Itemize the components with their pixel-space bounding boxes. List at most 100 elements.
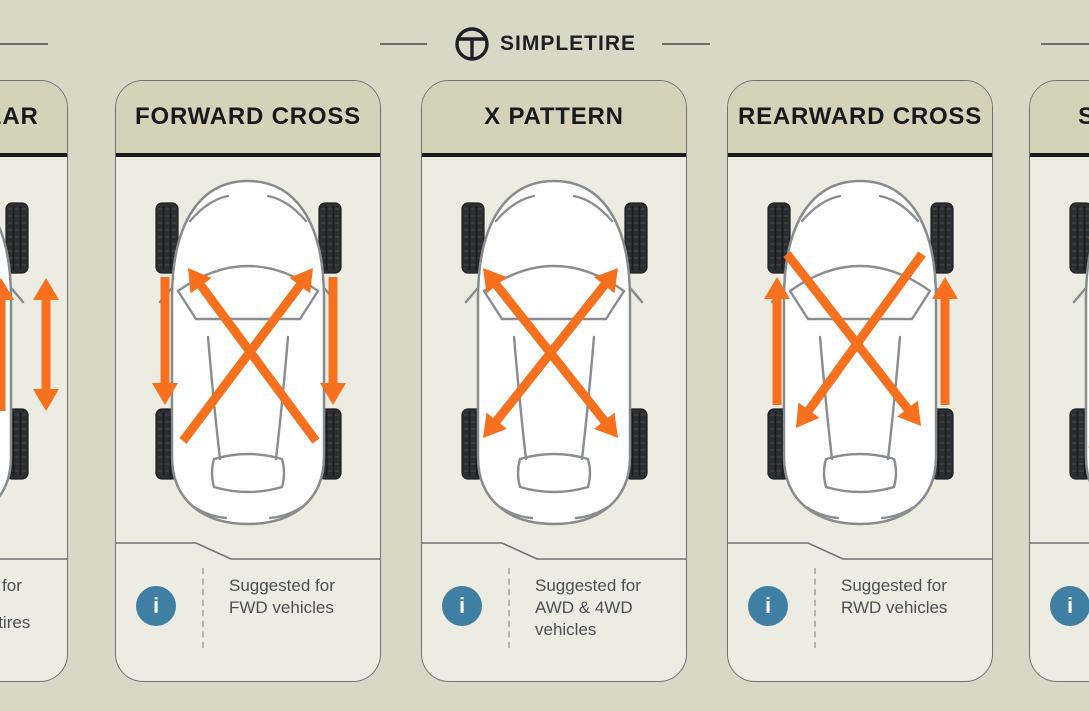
side-mirror-lines [1072,287,1087,304]
suggested-text-line: RWD vehicles [841,598,948,617]
rotation-arrow [188,268,320,444]
footer-notch-divider [422,542,686,560]
footer-notch-divider [1030,542,1089,544]
car-detail-line [574,505,610,520]
rotation-arrows [0,278,59,411]
dashed-separator [202,568,204,648]
car-rotation-illustration [0,202,67,560]
card-title: FORWARD CROSS [135,103,361,130]
car-detail-line [910,289,932,321]
rear-window-outline [822,452,898,494]
tire-icon [155,202,179,274]
rotation-arrow [152,277,178,405]
rotation-arrow [783,251,921,426]
car-rotation-illustration [728,179,992,560]
car-detail-line [498,505,534,520]
card-header-band: X PATTERN [422,81,686,157]
car-detail-line [494,194,536,223]
rotation-arrow [33,278,59,411]
car-detail-line [512,335,528,461]
brand-header: SIMPLETIRE [0,22,1089,66]
car-top-view [1069,202,1089,483]
car-detail-line [266,194,308,223]
header-divider-line [1041,43,1089,45]
rotation-arrow [483,268,618,438]
card-title: REARWARD CROSS [737,103,983,130]
rotation-arrow [179,268,313,444]
car-detail-line [880,505,916,520]
tire-icon [5,202,29,274]
tire-icon [1069,408,1089,480]
car-detail-line [176,289,198,321]
card-title: SIDE TO SIDE [1078,103,1089,131]
car-detail-line [482,289,504,321]
suggested-text-line: Suggested for [535,576,641,595]
info-icon[interactable]: i [136,586,176,626]
car-detail-line [886,335,902,461]
card-title: FRONT TO REAR [0,103,39,130]
car-rotation-illustration [116,179,380,560]
rotation-card-front-to-rear: FRONT TO REARiSuggested fordirectional t… [0,80,68,682]
car-detail-line [800,194,842,223]
rotation-arrows [152,268,346,444]
side-mirror-lines [10,287,25,304]
suggested-text-line: directional tires [0,613,31,632]
brand-name: SIMPLETIRE [499,32,636,55]
car-detail-line [298,289,320,321]
suggested-text-line: AWD & 4WD [535,598,633,617]
rotation-arrows [764,251,958,428]
rotation-card-side-to-side: SIDE TO SIDE i [1029,80,1089,682]
info-icon[interactable]: i [748,586,788,626]
rotation-arrow [0,278,14,411]
suggested-text-line: FWD vehicles [229,598,334,617]
dashed-separator [508,568,510,648]
car-detail-line [268,505,304,520]
card-header-band: REARWARD CROSS [728,81,992,157]
rotation-arrow [932,277,958,405]
rear-window-outline [516,452,592,494]
suggested-text-line: vehicles [535,620,597,639]
tire-icon [930,202,954,274]
car-detail-line [192,505,228,520]
side-mirror-lines [464,287,644,304]
card-header-band: SIDE TO SIDE [1030,81,1089,157]
info-icon[interactable]: i [1050,586,1089,626]
info-icon[interactable]: i [442,586,482,626]
car-body-outline [1084,252,1089,483]
header-divider-line [380,43,427,45]
car-rotation-illustration [422,179,686,560]
suggested-text-line: Suggested for [0,576,22,595]
footer-notch-divider [116,542,380,560]
suggested-text: Suggested for directional tires [0,575,61,649]
card-header-band: FRONT TO REAR [0,81,67,157]
footer-notch-divider [0,558,67,560]
header-divider-line [0,43,48,45]
card-title: X PATTERN [484,103,624,130]
tire-icon [624,202,648,274]
rotation-arrow [320,277,346,405]
header-divider-line [662,43,710,45]
suggested-text-line: Suggested for [229,576,335,595]
rotation-arrows [483,268,618,438]
tire-icon [318,202,342,274]
car-detail-line [818,335,834,461]
footer-notch-divider [728,542,992,560]
dashed-separator [814,568,816,648]
car-detail-line [788,289,810,321]
tire-icon [1069,202,1089,274]
car-detail-line [804,505,840,520]
car-detail-line [878,194,920,223]
card-header-band: FORWARD CROSS [116,81,380,157]
car-rotation-illustration [1030,202,1089,544]
simpletire-logo-icon [455,27,489,61]
car-detail-line [604,289,626,321]
rotation-arrow [796,251,926,428]
tire-icon [461,202,485,274]
